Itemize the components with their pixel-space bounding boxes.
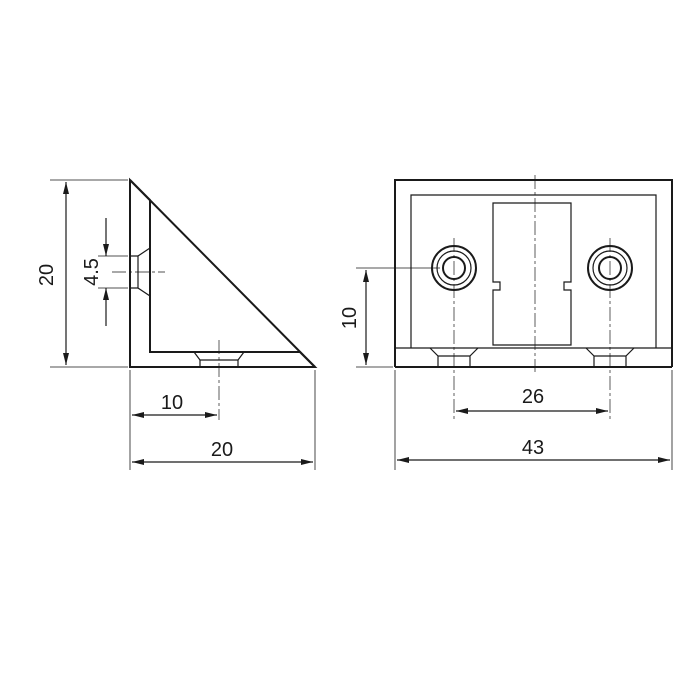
side-view-inner-edge [149,199,301,353]
hole-dimension-label: 4.5 [81,258,103,286]
hole-height-dimension-label: 10 [339,307,361,329]
overall-width-dimension-label: 43 [522,437,544,459]
side-view: 20 4.5 10 20 [36,177,318,470]
hole-spacing-dimension-label: 26 [522,386,544,408]
front-view: 10 26 43 [339,175,673,470]
horizontal-hole-bore [199,360,239,367]
center-slot [492,202,572,346]
offset-dimension-label: 10 [161,392,183,414]
front-view-inner-frame [410,194,657,348]
overall-width-extension-lines [394,370,673,470]
height-dimension-label: 20 [36,264,58,286]
vertical-hole-bore [130,255,138,289]
front-view-outline [394,179,673,367]
height-extension-lines [50,179,128,368]
width-dimension-label: 20 [211,439,233,461]
